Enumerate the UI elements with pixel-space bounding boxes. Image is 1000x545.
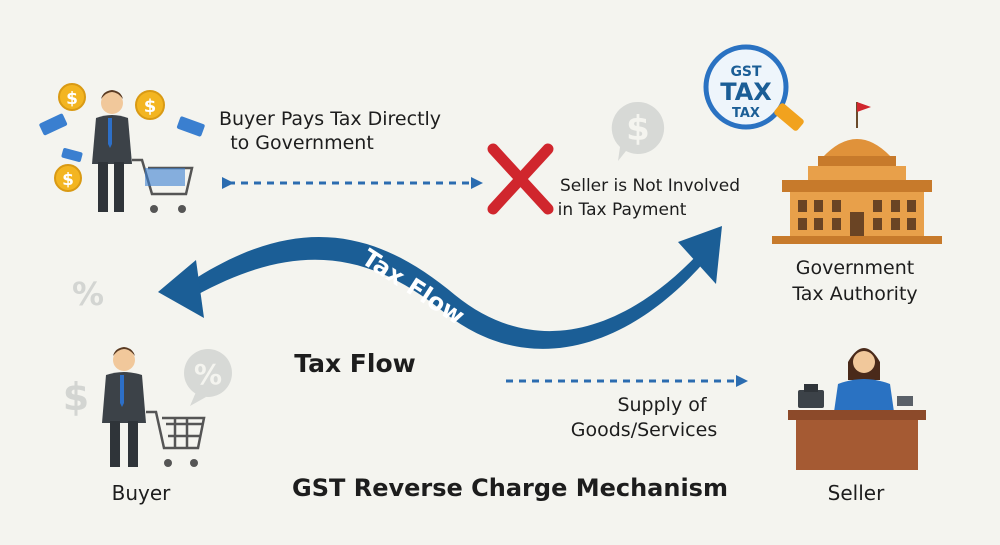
- seller-illustration: [788, 348, 926, 470]
- coin-icon: $: [58, 83, 86, 111]
- supply-label-line2: Goods/Services: [571, 419, 717, 441]
- bg-percent-bubble-icon: %: [184, 349, 232, 406]
- buyer-label: Buyer: [112, 481, 172, 505]
- svg-text:$: $: [62, 170, 74, 190]
- flag-icon: [857, 102, 871, 112]
- supply-label-line1: Supply of: [617, 394, 707, 416]
- bg-percent-icon: %: [72, 275, 104, 313]
- bg-percent-symbol: %: [194, 358, 222, 391]
- cash-register-icon: [798, 390, 824, 408]
- seller-not-involved-line1: Seller is Not Involved: [560, 176, 740, 196]
- badge-tax-small-text: TAX: [732, 106, 760, 121]
- banknote-icon: [61, 148, 83, 162]
- government-label-line2: Tax Authority: [791, 283, 917, 305]
- badge-gst-text: GST: [730, 64, 762, 80]
- buyer-illustration: [102, 347, 206, 467]
- buyer-with-money-illustration: $ $ $: [39, 83, 205, 213]
- buyer-pays-line2: to Government: [230, 132, 374, 154]
- gst-tax-magnifier-icon: GST TAX TAX: [703, 44, 804, 131]
- red-cross-icon: [487, 143, 554, 215]
- bg-dollar-symbol: $: [626, 109, 650, 149]
- svg-text:$: $: [144, 96, 157, 117]
- tax-flow-arrow-label: Tax Flow: [357, 244, 470, 331]
- buyer-pays-line1: Buyer Pays Tax Directly: [219, 108, 441, 130]
- banknote-icon: [176, 116, 205, 137]
- bg-dollar-icon: $: [63, 375, 89, 419]
- bg-dollar-bubble-icon: $: [611, 101, 665, 161]
- seller-label: Seller: [828, 481, 885, 505]
- arrowhead-right: [678, 226, 722, 284]
- government-label-line1: Government: [796, 257, 915, 279]
- coin-icon: $: [135, 90, 165, 120]
- coin-icon: $: [54, 164, 82, 192]
- banknote-icon: [39, 113, 68, 136]
- arrowhead-left: [158, 260, 204, 318]
- badge-tax-text: TAX: [720, 78, 772, 106]
- diagram-title: GST Reverse Charge Mechanism: [292, 474, 728, 502]
- seller-not-involved-line2: in Tax Payment: [558, 200, 687, 220]
- government-building-illustration: [772, 102, 942, 244]
- tax-flow-caption: Tax Flow: [294, 349, 415, 378]
- svg-text:$: $: [66, 89, 78, 109]
- tax-flow-curved-arrow: Tax Flow: [158, 226, 722, 349]
